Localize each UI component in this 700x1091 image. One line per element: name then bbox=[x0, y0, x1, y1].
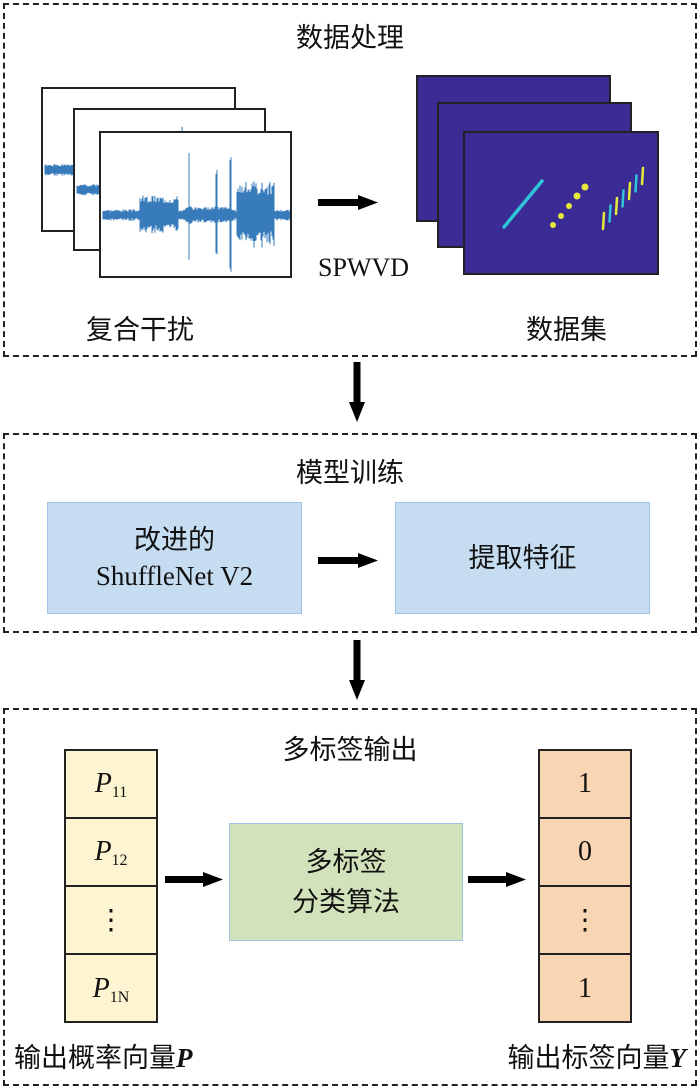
label-vector: 1 0 ⋮ 1 bbox=[538, 749, 632, 1023]
data-processing-section bbox=[3, 3, 697, 357]
model-to-feature-arrow bbox=[318, 553, 378, 568]
extract-features-box: 提取特征 bbox=[395, 502, 650, 614]
label-cell: 1 bbox=[578, 973, 592, 1004]
label-vector-label: 输出标签向量Y bbox=[507, 1043, 687, 1073]
model-training-title: 模型训练 bbox=[296, 458, 404, 488]
comb-bar bbox=[601, 211, 606, 231]
dataset-label: 数据集 bbox=[526, 315, 607, 345]
feature-box-label: 提取特征 bbox=[468, 543, 577, 573]
waveform-plot-front bbox=[102, 152, 290, 272]
label-cell-ellipsis: ⋮ bbox=[540, 887, 630, 955]
model-box-line2: ShuffleNet V2 bbox=[95, 561, 254, 591]
down-arrow-1 bbox=[349, 362, 365, 422]
comb-spectrum-bars bbox=[601, 166, 645, 231]
composite-jamming-label: 复合干扰 bbox=[86, 315, 194, 345]
comb-bar bbox=[608, 204, 612, 223]
down-arrow-2 bbox=[349, 640, 365, 700]
comb-bar bbox=[621, 189, 625, 208]
multi-label-output-title: 多标签输出 bbox=[282, 735, 418, 765]
prob-cell-ellipsis: ⋮ bbox=[66, 887, 156, 955]
vertical-ellipsis-icon: ⋮ bbox=[97, 905, 125, 936]
label-cell: 1 bbox=[540, 751, 630, 819]
waveform-trace bbox=[102, 152, 290, 272]
lfm-chirp-line bbox=[502, 179, 544, 229]
multi-label-classifier-box: 多标签 分类算法 bbox=[229, 823, 463, 941]
data-processing-title: 数据处理 bbox=[296, 23, 404, 53]
spwvd-arrow bbox=[318, 195, 378, 210]
model-box-line1: 改进的 bbox=[134, 525, 215, 555]
comb-bar bbox=[634, 174, 638, 193]
comb-bar bbox=[640, 166, 645, 186]
comb-bar bbox=[627, 181, 632, 201]
spectrogram-plot bbox=[502, 166, 645, 231]
frequency-hopping-dots bbox=[550, 183, 589, 228]
probability-vector-label: 输出概率向量P bbox=[14, 1043, 193, 1073]
classifier-line1: 多标签 bbox=[305, 847, 387, 877]
multi-label-output-section bbox=[3, 708, 697, 1086]
spectrogram-frame-front bbox=[463, 131, 659, 275]
comb-bar bbox=[614, 196, 619, 216]
model-training-section bbox=[3, 433, 697, 633]
classifier-line2: 分类算法 bbox=[292, 887, 400, 917]
prob-to-classifier-arrow bbox=[165, 872, 223, 887]
improved-shufflenet-box: 改进的 ShuffleNet V2 bbox=[47, 502, 302, 614]
waveform-frame-front bbox=[99, 131, 292, 278]
label-cell: 0 bbox=[540, 819, 630, 887]
classifier-to-label-arrow bbox=[468, 872, 526, 887]
spwvd-label: SPWVD bbox=[318, 253, 410, 282]
